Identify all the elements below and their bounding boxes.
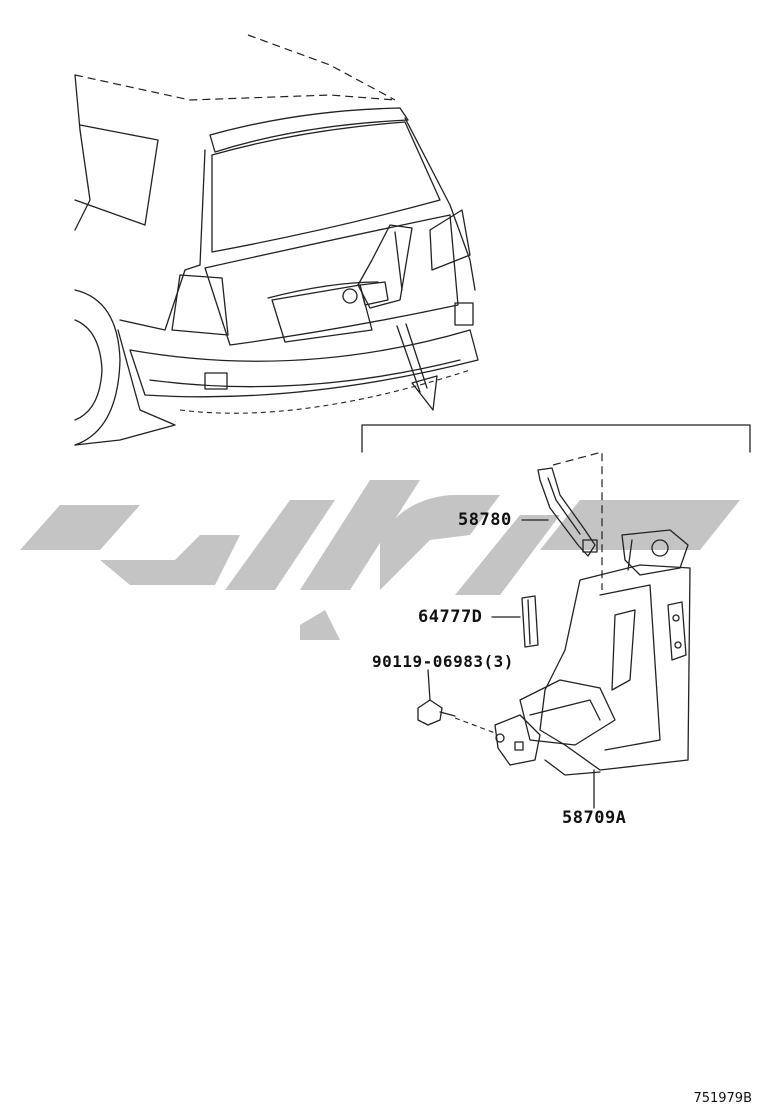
vehicle-rear-outline <box>74 34 479 446</box>
part-58709A-bracket <box>494 529 691 776</box>
part-90119-bolt <box>417 699 496 734</box>
part-label-58780: 58780 <box>458 510 512 530</box>
part-label-58709A: 58709A <box>562 808 627 828</box>
leader-lines <box>427 519 595 809</box>
part-label-90119-06983: 90119-06983(3) <box>372 652 514 671</box>
part-58780-garnish <box>537 451 603 590</box>
part-64777D-cushion <box>521 595 539 648</box>
detail-bracket <box>361 424 751 453</box>
figure-id: 751979B <box>693 1091 752 1106</box>
detail-arrow <box>396 323 438 411</box>
part-label-64777D: 64777D <box>418 607 483 627</box>
watermark-logo <box>20 480 740 640</box>
